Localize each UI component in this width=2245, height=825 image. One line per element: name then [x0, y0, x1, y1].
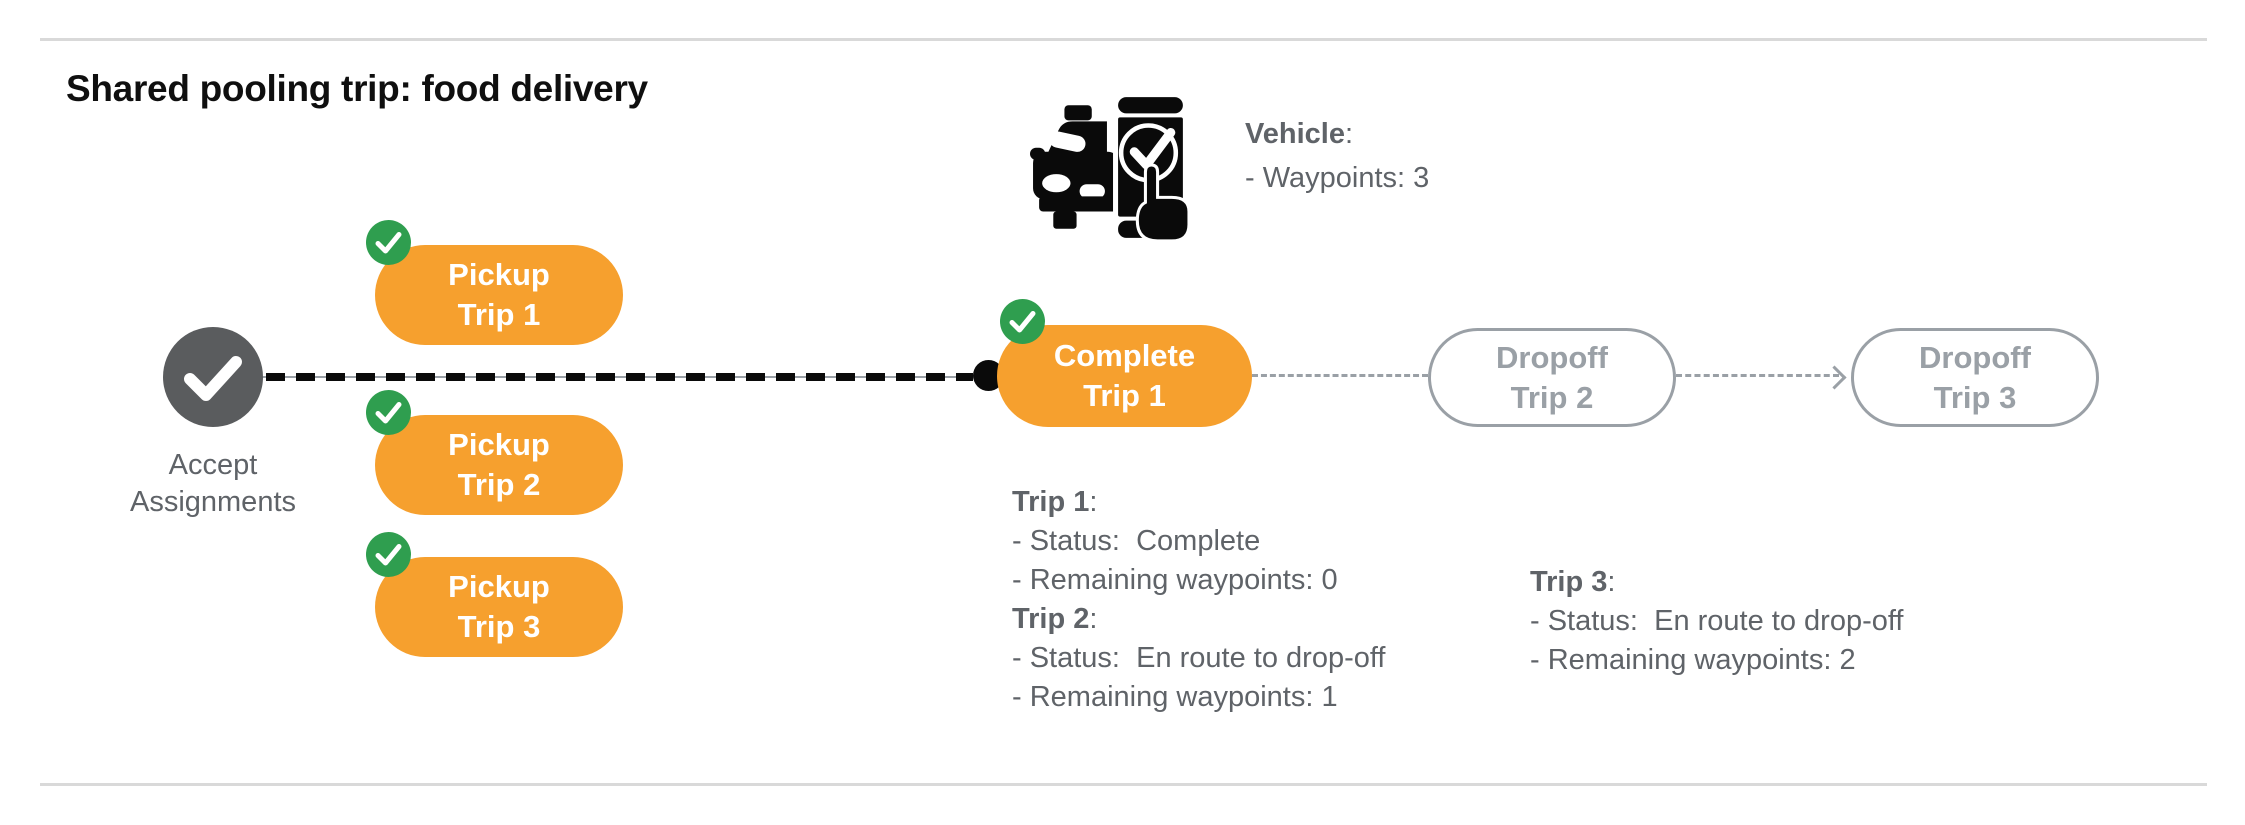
gray-check-circle-icon: [184, 356, 242, 401]
node-dropoff-trip-3: Dropoff Trip 3: [1851, 328, 2099, 427]
trip1-status-line: - Status: Complete: [1012, 525, 1261, 557]
connector-dropoff2-to-dropoff3: [1676, 374, 1839, 377]
trip2-status-line: - Status: En route to drop-off: [1012, 642, 1386, 674]
dropoff2-line1: Dropoff: [1496, 339, 1608, 375]
node-dropoff-trip-2: Dropoff Trip 2: [1428, 328, 1676, 427]
dropoff2-line2: Trip 2: [1510, 379, 1594, 415]
node-pickup-trip-1: Pickup Trip 1: [375, 245, 623, 345]
pickup1-line1: Pickup: [448, 257, 550, 292]
pickup2-line2: Trip 2: [457, 467, 541, 502]
trip3-label: Trip 3: [1530, 566, 1608, 598]
trip-status-block-2: Trip 3: - Status: En route to drop-off -…: [1530, 563, 1903, 680]
trip3-remaining-line: - Remaining waypoints: 2: [1530, 644, 1856, 676]
trip2-colon: :: [1089, 603, 1098, 635]
accept-assignments-label: Accept Assignments: [63, 447, 363, 521]
complete-line1: Complete: [1053, 338, 1196, 373]
trip-status-block-1: Trip 1: - Status: Complete - Remaining w…: [1012, 483, 1385, 717]
trip1-label-line: Trip 1:: [1012, 483, 1385, 522]
trip1-remaining-line: - Remaining waypoints: 0: [1012, 564, 1338, 596]
trip3-status-line: - Status: En route to drop-off: [1530, 605, 1904, 637]
trip1-label: Trip 1: [1012, 486, 1090, 518]
vehicle-info: Vehicle: - Waypoints: 3: [1245, 112, 1429, 200]
trip3-label-line: Trip 3:: [1530, 563, 1903, 602]
dropoff3-line1: Dropoff: [1919, 339, 2031, 375]
top-divider: [40, 38, 2207, 41]
car-silhouette: [1030, 105, 1120, 229]
pickup2-line1: Pickup: [448, 427, 550, 462]
green-check-badge-icon: [366, 220, 411, 265]
green-check-badge-icon: [1000, 299, 1045, 344]
trip2-label: Trip 2: [1012, 603, 1090, 635]
arrowhead-icon: [1822, 365, 1847, 390]
dropoff3-line2: Trip 3: [1933, 379, 2017, 415]
pickup3-line1: Pickup: [448, 569, 550, 604]
connector-complete-to-dropoff2: [1252, 374, 1428, 377]
accept-label-line2: Assignments: [129, 486, 296, 518]
vehicle-colon: :: [1344, 118, 1354, 150]
green-check-badge-icon: [366, 390, 411, 435]
vehicle-waypoints-line: - Waypoints: 3: [1245, 162, 1430, 194]
bottom-divider: [40, 783, 2207, 786]
node-pickup-trip-3: Pickup Trip 3: [375, 557, 623, 657]
node-complete-trip-1: Complete Trip 1: [997, 325, 1252, 427]
pointing-hand: [1135, 163, 1191, 243]
node-pickup-trip-2: Pickup Trip 2: [375, 415, 623, 515]
vehicle-label-line: Vehicle:: [1245, 112, 1429, 156]
green-check-badge-icon: [366, 532, 411, 577]
pickup1-line2: Trip 1: [457, 297, 541, 332]
vehicle-label: Vehicle: [1245, 118, 1345, 150]
page-title: Shared pooling trip: food delivery: [66, 68, 648, 109]
trip2-label-line: Trip 2:: [1012, 600, 1385, 639]
trip2-remaining-line: - Remaining waypoints: 1: [1012, 681, 1338, 713]
trip1-colon: :: [1089, 486, 1098, 518]
complete-line2: Trip 1: [1083, 378, 1166, 413]
accept-assignments-node: [163, 327, 263, 427]
trip3-colon: :: [1607, 566, 1616, 598]
pickup3-line2: Trip 3: [457, 609, 541, 644]
accept-label-line1: Accept: [168, 449, 258, 481]
route-line-dashed: [266, 373, 973, 381]
car-phone-check-icon: [1030, 92, 1191, 244]
